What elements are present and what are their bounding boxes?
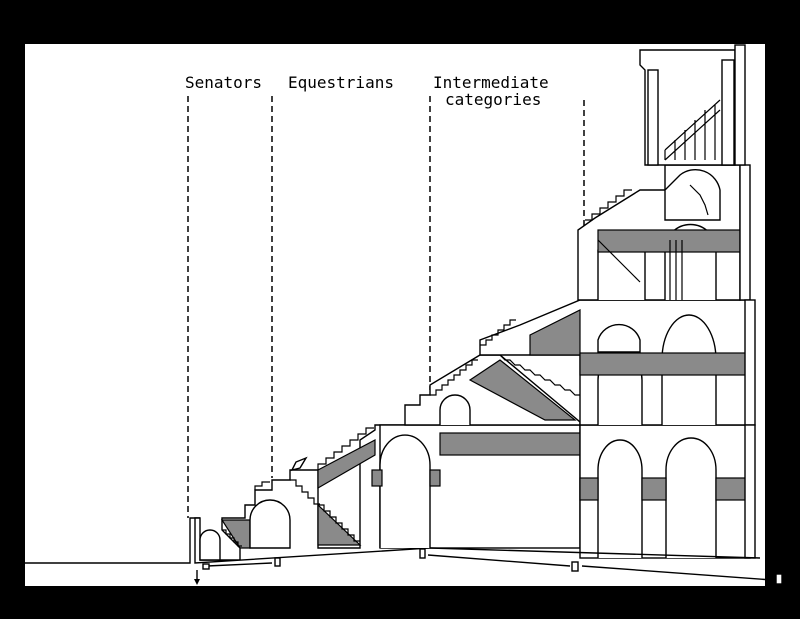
- attic-staircase: [664, 99, 721, 161]
- equestrian-shade: [317, 439, 376, 490]
- outer-ground-arcade: [579, 424, 751, 559]
- label-intermediate-line1: Intermediate: [433, 73, 549, 92]
- label-equestrians: Equestrians: [288, 73, 394, 92]
- label-intermediate-line2: categories: [445, 90, 541, 109]
- equestrian-railing: [290, 456, 308, 472]
- intermediate-tier: [404, 354, 581, 426]
- passage-markers: [194, 547, 783, 585]
- upper-middle-tier: [479, 299, 751, 426]
- outer-facade: [734, 44, 756, 559]
- equestrian-seating-steps: [254, 427, 374, 490]
- attic-tower: [639, 49, 736, 221]
- ground-floor-block: [371, 424, 581, 549]
- label-senators: Senators: [185, 73, 262, 92]
- podium-section: [194, 424, 431, 564]
- seating-division-lines: [187, 96, 585, 518]
- lower-stairs: [222, 479, 360, 547]
